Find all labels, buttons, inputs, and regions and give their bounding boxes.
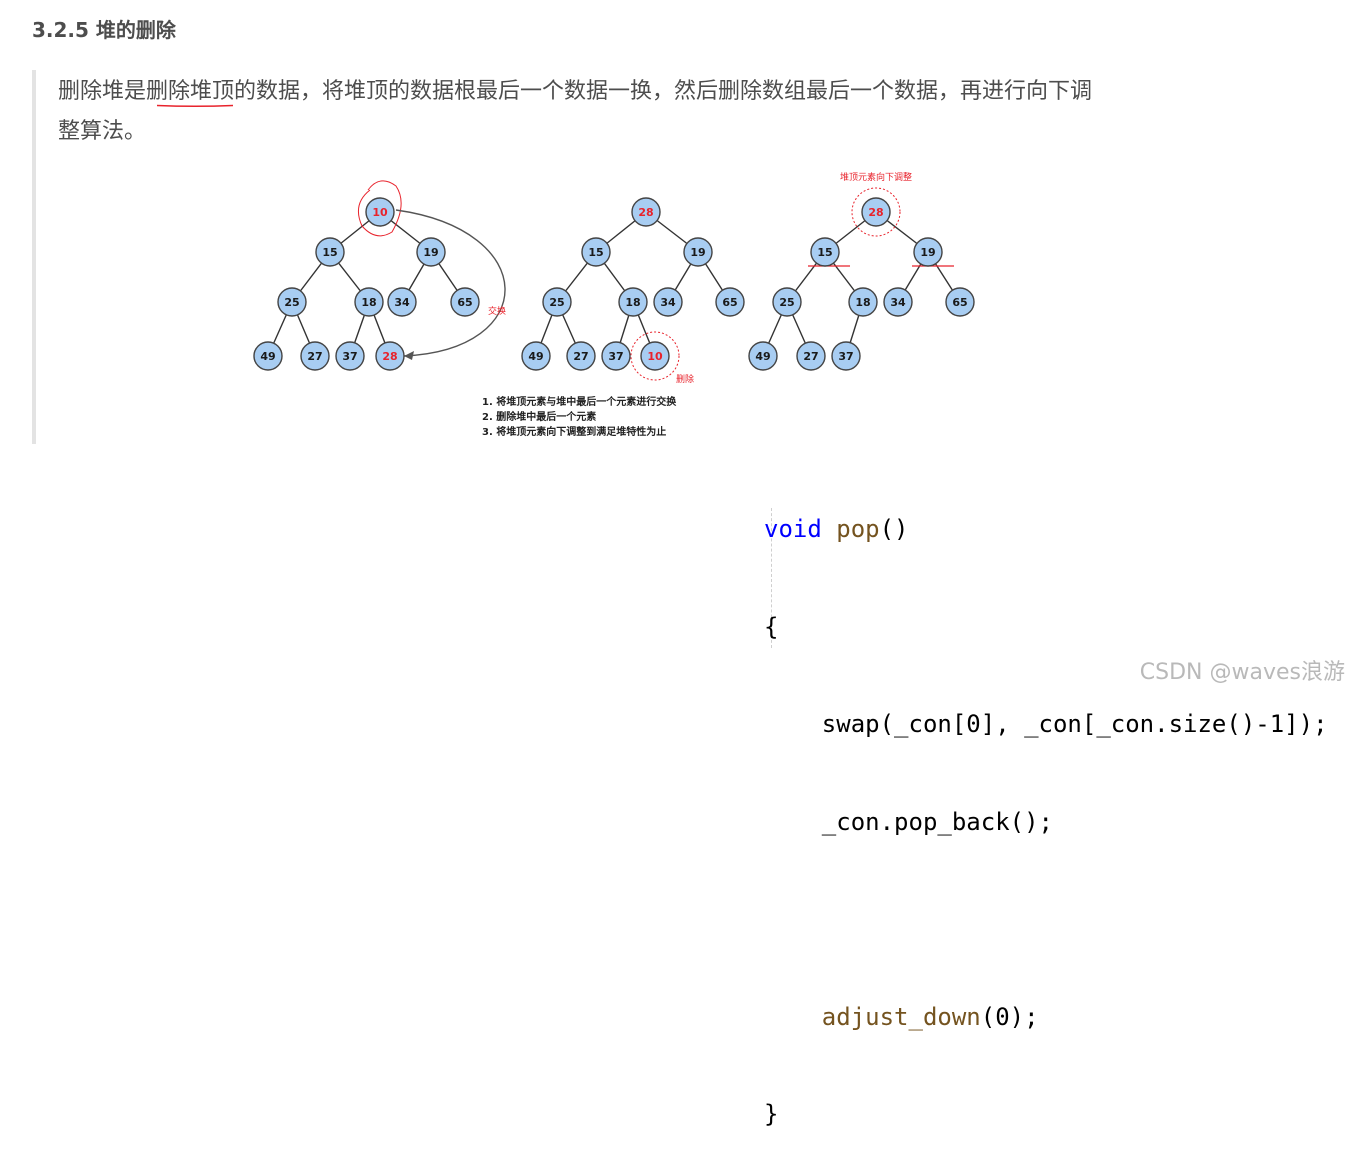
heap-node <box>300 341 330 371</box>
heap-node <box>375 341 405 371</box>
heap-node-label: 19 <box>690 246 705 259</box>
step-3: 3. 将堆顶元素向下调整到满足堆特性为止 <box>482 425 666 438</box>
hand-drawn-circle <box>357 180 402 237</box>
heap-delete-figure: 10 15 19 25 18 34 65 49 27 37 28 28 15 19 25 18 34 65 49 27… <box>253 171 975 438</box>
heap-node <box>883 287 913 317</box>
heap-node-label: 28 <box>382 350 397 363</box>
heap-node-label: 37 <box>342 350 357 363</box>
adjust-label: 堆顶元素向下调整 <box>840 171 912 183</box>
heap-node-label: 65 <box>722 296 737 309</box>
code-line-close-brace: } <box>764 1100 779 1128</box>
heap-node <box>640 341 670 371</box>
description-paragraph: 删除堆是删除堆顶的数据，将堆顶的数据根最后一个数据一换，然后删除数组最后一个数据… <box>58 72 1178 152</box>
watermark: CSDN @waves浪游 <box>1139 660 1345 685</box>
heap-node-label: 37 <box>608 350 623 363</box>
heap-node-label: 28 <box>638 206 653 219</box>
heap-node-label: 18 <box>361 296 376 309</box>
function-name-adjust-down: adjust_down <box>821 1002 981 1031</box>
heap-node <box>683 237 713 267</box>
heap-node <box>796 341 826 371</box>
heap-node <box>772 287 802 317</box>
paragraph-line-1: 删除堆是删除堆顶的数据，将堆顶的数据根最后一个数据一换，然后删除数组最后一个数据… <box>58 79 1093 104</box>
heap-node <box>848 287 878 317</box>
heap-node <box>542 287 572 317</box>
code-line-swap: swap(_con[0], _con[_con.size()-1]); <box>764 710 1328 738</box>
heap-node <box>631 197 661 227</box>
code-line-pop-back: _con.pop_back(); <box>764 807 1053 836</box>
heap-node-label: 10 <box>647 350 663 363</box>
heap-node-label: 15 <box>817 246 832 259</box>
heap-node <box>945 287 975 317</box>
function-name-pop: pop <box>836 515 880 543</box>
code-line-signature: void pop() <box>764 513 1328 546</box>
code-line-adjust-down: adjust_down(0); <box>764 1001 1328 1034</box>
heap-node <box>831 341 861 371</box>
heap-node-label: 10 <box>372 206 388 219</box>
signature-parens: () <box>879 515 909 543</box>
heap-node <box>715 287 745 317</box>
heap-node <box>416 237 446 267</box>
swap-label: 交换 <box>488 305 506 317</box>
step-1: 1. 将堆顶元素与堆中最后一个元素进行交换 <box>482 395 677 408</box>
heap-node-label: 34 <box>660 296 676 309</box>
code-block: void pop() { swap(_con[0], _con[_con.siz… <box>764 448 1328 1163</box>
heap-node-label: 27 <box>573 350 588 363</box>
heap-node <box>913 237 943 267</box>
heap-node <box>861 197 891 227</box>
heap-node-label: 27 <box>803 350 818 363</box>
heap-node <box>277 287 307 317</box>
heap-node-label: 28 <box>868 206 883 219</box>
swap-arrowhead <box>404 351 414 360</box>
heap-node-label: 18 <box>855 296 870 309</box>
heap-node-label: 18 <box>625 296 640 309</box>
heap-node-label: 27 <box>307 350 322 363</box>
heap-node-label: 37 <box>838 350 853 363</box>
step-2: 2. 删除堆中最后一个元素 <box>482 410 596 423</box>
heap-node <box>253 341 283 371</box>
heap-node <box>335 341 365 371</box>
heap-node-label: 19 <box>423 246 438 259</box>
heap-node-label: 15 <box>322 246 337 259</box>
heap-node-label: 49 <box>755 350 770 363</box>
heap-node-label: 65 <box>952 296 967 309</box>
code-line-blank <box>764 903 1328 936</box>
heap-node <box>566 341 596 371</box>
heap-node <box>450 287 480 317</box>
heap-node <box>521 341 551 371</box>
indent-guide <box>771 508 772 648</box>
heap-node-label: 19 <box>920 246 935 259</box>
red-underline-mark <box>156 104 234 107</box>
heap-node-label: 25 <box>549 296 564 309</box>
heap-node <box>601 341 631 371</box>
adjust-args: (0); <box>980 1002 1039 1031</box>
heap-node <box>581 237 611 267</box>
code-line-open-brace: { <box>764 612 779 641</box>
heap-node <box>365 197 395 227</box>
heap-node <box>653 287 683 317</box>
delete-label: 删除 <box>676 373 694 385</box>
heap-node-label: 49 <box>528 350 543 363</box>
heap-node <box>387 287 417 317</box>
swap-arrow <box>395 209 506 357</box>
blockquote-bar <box>32 70 36 444</box>
delete-dashed-circle <box>630 331 680 381</box>
heap-node <box>748 341 778 371</box>
heap-node <box>315 237 345 267</box>
heap-node-label: 49 <box>260 350 275 363</box>
paragraph-line-2: 整算法。 <box>58 119 147 144</box>
heap-node <box>810 237 840 267</box>
heap-node-label: 25 <box>779 296 794 309</box>
heap-node-label: 25 <box>284 296 299 309</box>
heap-node-label: 15 <box>588 246 603 259</box>
section-heading: 3.2.5 堆的删除 <box>32 18 176 42</box>
heap-node-label: 65 <box>457 296 472 309</box>
adjust-dashed-circle <box>851 187 901 237</box>
heap-node-label: 34 <box>890 296 906 309</box>
keyword-void: void <box>764 515 822 543</box>
heap-node <box>618 287 648 317</box>
heap-node <box>354 287 384 317</box>
heap-node-label: 34 <box>394 296 410 309</box>
